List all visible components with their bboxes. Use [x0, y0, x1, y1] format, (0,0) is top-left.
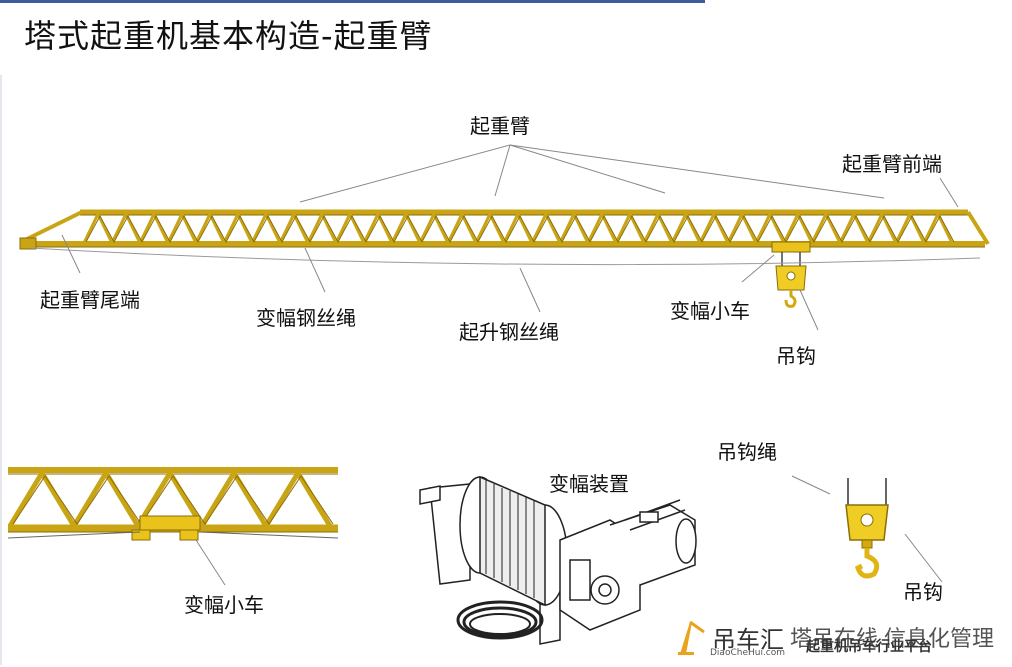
watermark-brand: 吊车汇: [712, 625, 784, 654]
label-trolley: 变幅小车: [670, 299, 750, 323]
label-trolley-detail: 变幅小车: [184, 593, 264, 617]
label-hoist-rope: 起升钢丝绳: [459, 320, 559, 344]
watermark-brand-sub: DiaoCheHui.com: [710, 648, 786, 658]
detail-truss: [7, 467, 339, 541]
slide-title: 塔式起重机基本构造-起重臂: [24, 17, 433, 55]
label-jib-front: 起重臂前端: [842, 152, 942, 176]
watermark: 吊车汇 DiaoCheHui.com 塔吊在线 信息化管理 起重机吊车行业平台: [676, 612, 1006, 662]
hook-detail-drawing: [845, 478, 889, 579]
label-jib-tail: 起重臂尾端: [40, 288, 140, 312]
watermark-text: 塔吊在线: [790, 627, 879, 652]
trolley-main: [771, 241, 811, 308]
label-hook-rope: 吊钩绳: [717, 440, 777, 464]
watermark-subtext: 起重机吊车行业平台: [806, 639, 932, 655]
left-edge-bar: [0, 75, 2, 665]
label-hook-detail: 吊钩: [903, 580, 943, 604]
crane-logo-icon: [678, 620, 705, 655]
top-accent-bar: [0, 0, 705, 3]
label-luffing-mechanism: 变幅装置: [549, 472, 629, 496]
main-jib-truss: [19, 209, 990, 250]
label-hook: 吊钩: [776, 344, 816, 368]
luffing-mechanism-drawing: [419, 475, 697, 645]
watermark-extra: 信息化管理: [884, 627, 995, 652]
label-jib: 起重臂: [470, 114, 530, 138]
label-luffing-rope: 变幅钢丝绳: [256, 306, 356, 330]
leader-lines-main: [61, 144, 959, 331]
